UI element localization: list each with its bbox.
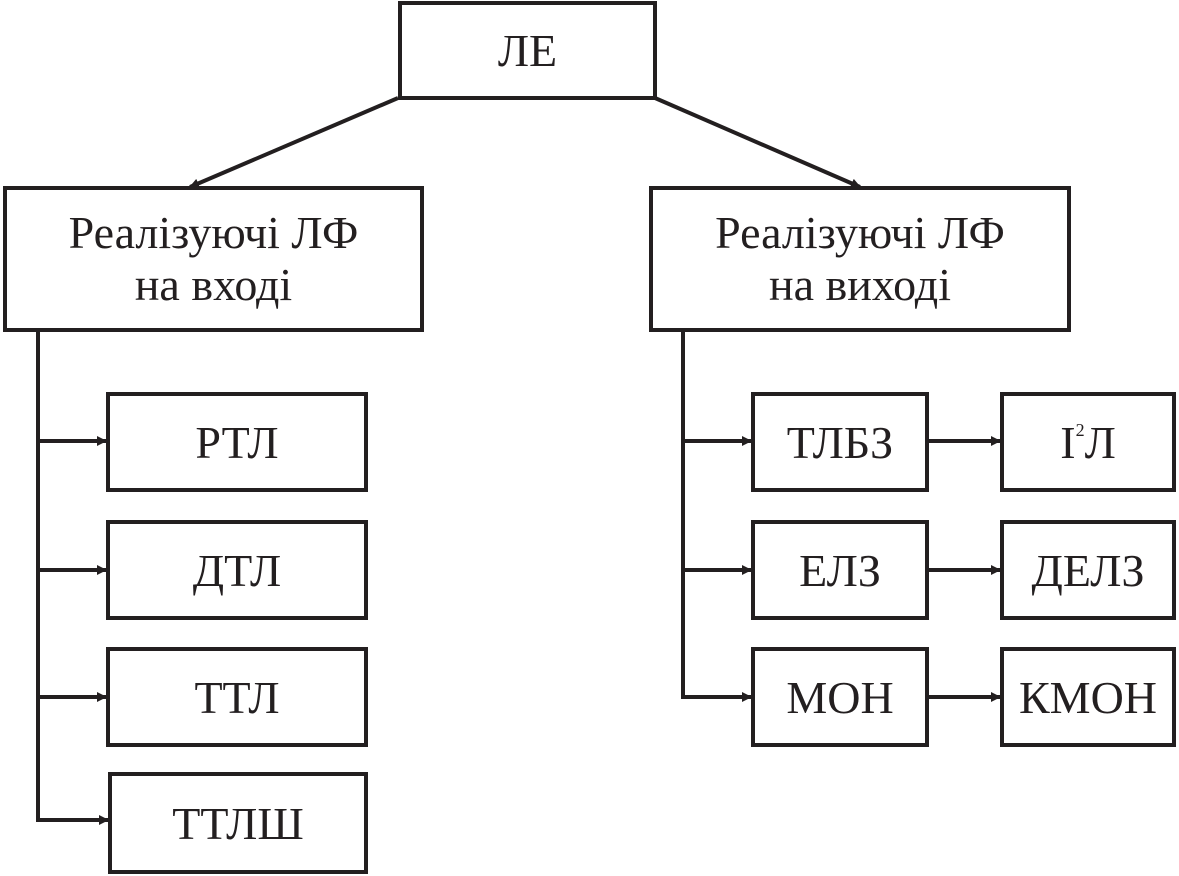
output-group-title-line2: на виході	[769, 259, 951, 310]
input-group-node: Реалізуючі ЛФ на вході	[3, 186, 424, 332]
i2l-tail: Л	[1084, 416, 1116, 468]
output-item-delz: ДЕЛЗ	[1000, 520, 1176, 620]
input-item-ttl: ТТЛ	[106, 647, 368, 747]
input-group-title-line2: на вході	[134, 259, 293, 310]
output-item-label: ТЛБЗ	[786, 416, 894, 468]
input-item-label: ДТЛ	[192, 544, 282, 596]
output-item-tlbz: ТЛБЗ	[751, 392, 929, 492]
input-item-dtl: ДТЛ	[106, 520, 368, 620]
output-item-label: КМОН	[1018, 671, 1158, 723]
connector-root-to-output-group	[654, 96, 861, 189]
output-group-node: Реалізуючі ЛФ на виході	[649, 186, 1071, 332]
input-item-label: РТЛ	[195, 416, 279, 468]
i2l-base: І	[1060, 416, 1076, 468]
output-item-label: ДЕЛЗ	[1031, 544, 1145, 596]
output-item-label: ЕЛЗ	[799, 544, 881, 596]
root-node-le: ЛЕ	[398, 1, 657, 100]
input-item-rtl: РТЛ	[106, 392, 368, 492]
output-item-elz: ЕЛЗ	[751, 520, 929, 620]
output-item-mon: МОН	[751, 647, 929, 747]
output-item-label: МОН	[786, 671, 894, 723]
output-item-kmon: КМОН	[1000, 647, 1176, 747]
i2l-superscript: 2	[1075, 419, 1085, 440]
input-item-label: ТТЛ	[194, 671, 280, 723]
input-group-title-line1: Реалізуючі ЛФ	[68, 207, 359, 258]
root-label: ЛЕ	[497, 25, 558, 76]
output-item-i2l: І2Л	[1000, 392, 1176, 492]
output-group-title-line1: Реалізуючі ЛФ	[715, 207, 1005, 258]
input-item-label: ТТЛШ	[172, 797, 304, 849]
connector-root-to-input-group	[189, 96, 399, 189]
output-item-label-i2l: І2Л	[1060, 416, 1116, 469]
input-item-ttlsh: ТТЛШ	[108, 772, 368, 874]
